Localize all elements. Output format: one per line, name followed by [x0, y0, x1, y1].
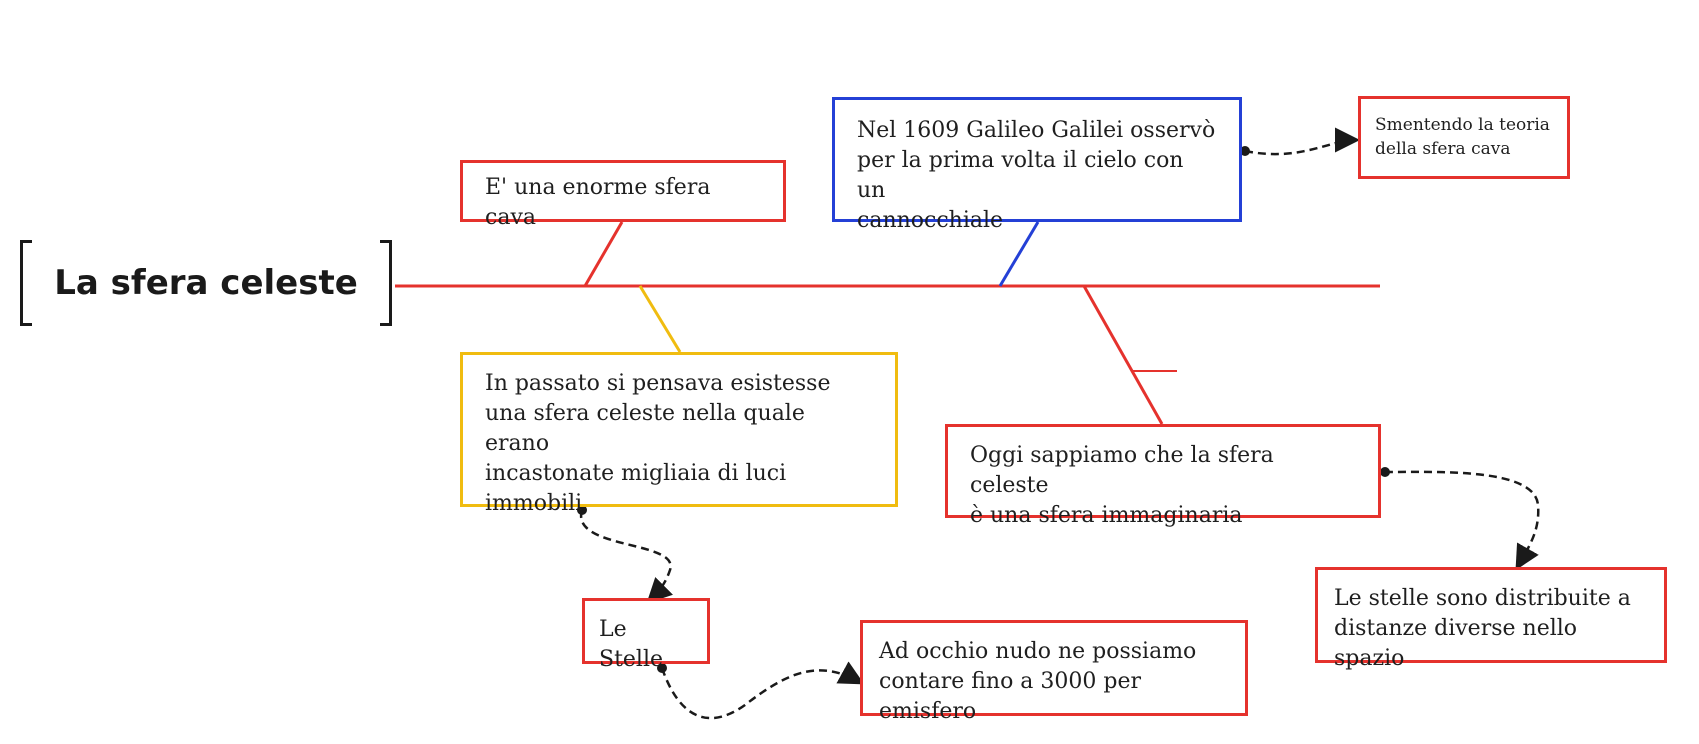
link-passato-stelle [579, 509, 673, 604]
link-galileo-smentendo [1244, 127, 1360, 156]
branch-passato [638, 285, 682, 353]
node-passato-text: In passato si pensava esistesse una sfer… [485, 371, 831, 516]
title-bracket-right [380, 240, 392, 326]
link-stelle-occhio-dot [657, 663, 667, 673]
diagram-title: La sfera celeste [54, 263, 358, 303]
node-stelle-text: Le Stelle [599, 617, 664, 672]
link-stelle-occhio [660, 661, 865, 720]
link-galileo-smentendo-dot [1240, 146, 1250, 156]
branch-oggi [1082, 285, 1164, 425]
node-enorme-sfera[interactable]: E' una enorme sfera cava [460, 160, 786, 230]
node-smentendo-text: Smentendo la teoria della sfera cava [1375, 115, 1550, 159]
title-bracket-left [20, 240, 32, 326]
link-oggi-distanze [1384, 470, 1540, 571]
link-passato-stelle-dot [577, 505, 587, 515]
node-galileo[interactable]: Nel 1609 Galileo Galilei osservò per la … [832, 97, 1242, 233]
node-occhio-nudo-text: Ad occhio nudo ne possiamo contare fino … [879, 639, 1197, 724]
node-oggi-text: Oggi sappiamo che la sfera celeste è una… [970, 443, 1274, 528]
node-occhio-nudo[interactable]: Ad occhio nudo ne possiamo contare fino … [860, 620, 1248, 724]
link-oggi-distanze-dot [1380, 467, 1390, 477]
branch-galileo [998, 221, 1040, 287]
node-passato[interactable]: In passato si pensava esistesse una sfer… [460, 352, 898, 516]
node-enorme-sfera-text: E' una enorme sfera cava [485, 175, 711, 230]
node-galileo-text: Nel 1609 Galileo Galilei osservò per la … [857, 118, 1216, 233]
node-distanze-text: Le stelle sono distribuite a distanze di… [1334, 586, 1631, 671]
node-distanze[interactable]: Le stelle sono distribuite a distanze di… [1315, 567, 1667, 671]
node-smentendo[interactable]: Smentendo la teoria della sfera cava [1358, 96, 1570, 179]
node-oggi[interactable]: Oggi sappiamo che la sfera celeste è una… [945, 424, 1381, 528]
node-stelle[interactable]: Le Stelle [582, 598, 710, 672]
branch-enorme-sfera [583, 221, 624, 287]
